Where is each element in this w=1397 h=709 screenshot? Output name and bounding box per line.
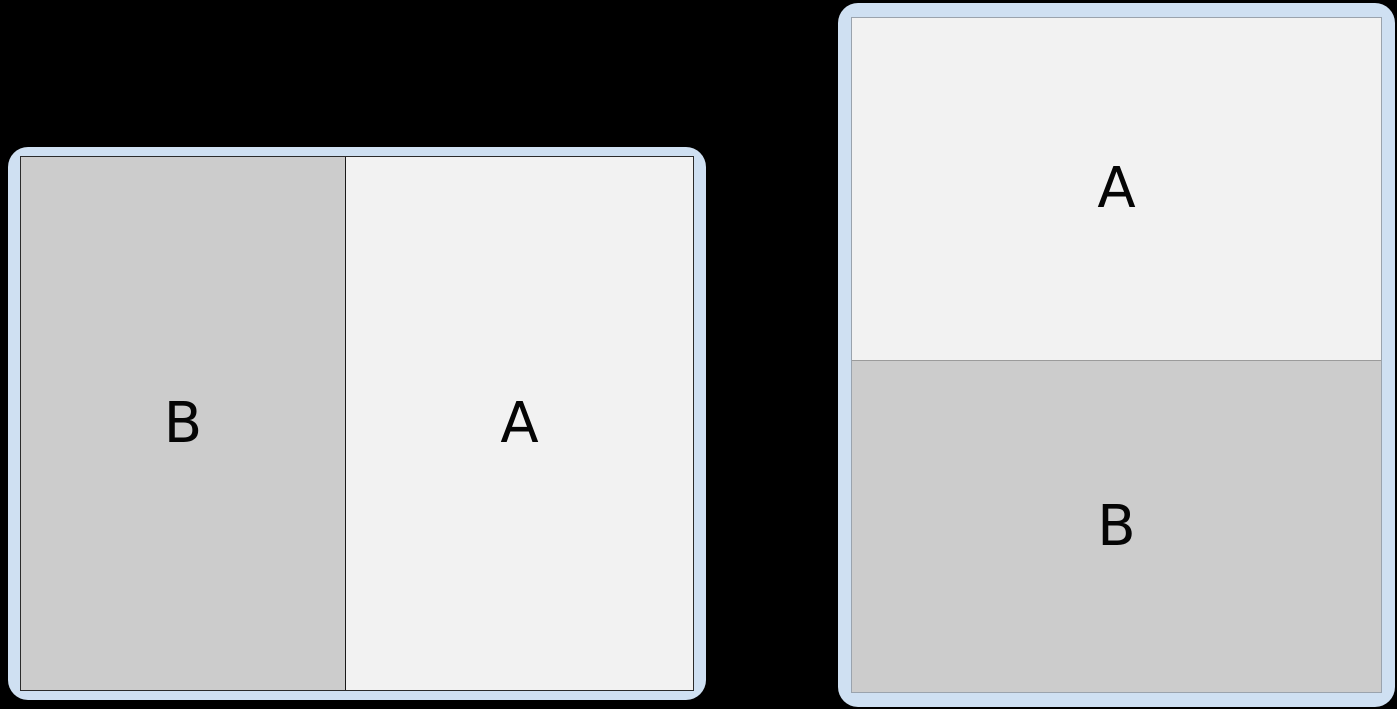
column-panel-a-label: A xyxy=(1097,156,1136,221)
row-panel-b-label: B xyxy=(163,390,203,456)
row-container-content: B A xyxy=(20,156,694,691)
column-panel-b[interactable]: B xyxy=(852,361,1381,692)
column-container-frame: A B xyxy=(838,3,1395,707)
row-panel-b[interactable]: B xyxy=(21,157,346,690)
column-panel-b-label: B xyxy=(1097,493,1136,559)
row-panel-a[interactable]: A xyxy=(346,157,693,690)
row-container-frame: B A xyxy=(8,147,706,700)
column-container-content: A B xyxy=(851,17,1382,693)
column-panel-a[interactable]: A xyxy=(852,18,1381,361)
row-panel-a-label: A xyxy=(500,390,539,456)
